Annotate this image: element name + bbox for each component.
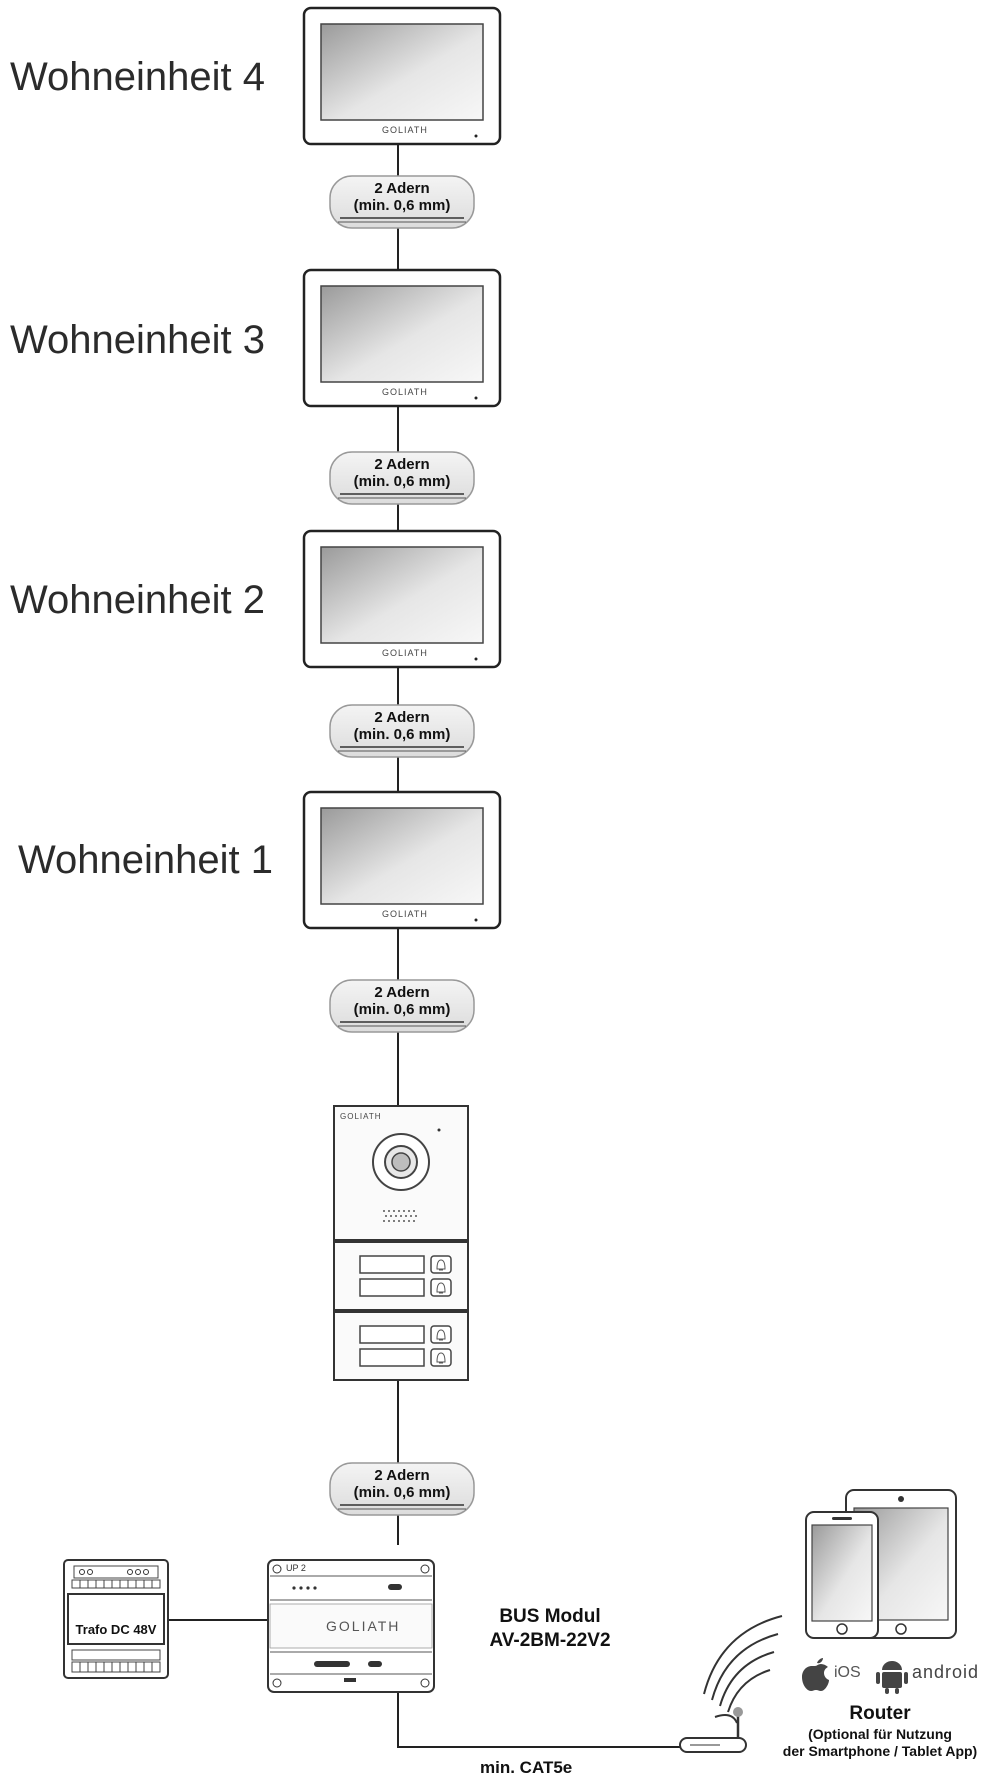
cable-label-line1: 2 Adern — [374, 1467, 430, 1484]
power-led — [474, 396, 478, 400]
router-note-2: der Smartphone / Tablet App) — [782, 1743, 978, 1759]
router-note-1: (Optional für Nutzung — [808, 1726, 952, 1742]
android-label: android — [912, 1662, 980, 1682]
cat5e-label: min. CAT5e — [480, 1758, 573, 1777]
cable-label-line1: 2 Adern — [374, 709, 430, 726]
bus-module-device — [267, 1559, 435, 1693]
ios-label: iOS — [834, 1664, 861, 1681]
cable-label-line1: 2 Adern — [374, 180, 430, 197]
cable-label-line2: (min. 0,6 mm) — [353, 726, 451, 743]
router-title: Router — [849, 1703, 911, 1724]
cable-label: 2 Adern (min. 0,6 mm) — [332, 709, 472, 743]
power-led — [474, 918, 478, 922]
router-label: Router (Optional für Nutzung der Smartph… — [760, 1702, 1000, 1760]
cable-pill — [329, 979, 475, 1033]
brand-logo: GOLIATH — [382, 648, 428, 658]
android-icon — [876, 1661, 908, 1694]
smartphone-icon — [805, 1511, 879, 1639]
monitor-unit-3 — [302, 268, 502, 408]
cable-label-line1: 2 Adern — [374, 456, 430, 473]
brand-logo: GOLIATH — [340, 1112, 382, 1121]
cable-label-line2: (min. 0,6 mm) — [353, 197, 451, 214]
trafo-label: Trafo DC 48V — [75, 1622, 157, 1637]
monitor-unit-4 — [302, 6, 502, 146]
brand-logo: GOLIATH — [382, 387, 428, 397]
speaker-grille — [383, 1210, 417, 1222]
monitor-unit-2 — [302, 529, 502, 669]
unit-label: Wohneinheit 4 — [10, 55, 265, 99]
bus-module-line2: AV-2BM-22V2 — [489, 1630, 611, 1651]
cable-label: 2 Adern (min. 0,6 mm) — [332, 456, 472, 490]
door-station — [333, 1105, 469, 1381]
cable-label: 2 Adern (min. 0,6 mm) — [332, 1467, 472, 1501]
bus-module-label: BUS Modul AV-2BM-22V2 — [470, 1605, 630, 1653]
brand-logo: GOLIATH — [382, 125, 428, 135]
unit-label: Wohneinheit 1 — [18, 838, 273, 882]
router-device — [679, 1707, 747, 1753]
cat5e-wire — [397, 1660, 680, 1748]
cable-pill — [329, 1462, 475, 1516]
brand-logo: GOLIATH — [382, 909, 428, 919]
cable-label-line2: (min. 0,6 mm) — [353, 473, 451, 490]
bell-button-icon — [430, 1325, 452, 1344]
cable-pill — [329, 704, 475, 758]
bus-panel-text: UP 2 — [286, 1563, 306, 1573]
monitor-unit-1 — [302, 790, 502, 930]
cable-label-line2: (min. 0,6 mm) — [353, 1484, 451, 1501]
cable-label: 2 Adern (min. 0,6 mm) — [332, 180, 472, 214]
brand-logo: GOLIATH — [326, 1618, 401, 1634]
apple-icon — [802, 1658, 829, 1691]
power-led — [474, 657, 478, 661]
cable-pill — [329, 451, 475, 505]
bell-button-icon — [430, 1348, 452, 1367]
cable-label: 2 Adern (min. 0,6 mm) — [332, 984, 472, 1018]
unit-label: Wohneinheit 2 — [10, 578, 265, 622]
unit-label: Wohneinheit 3 — [10, 318, 265, 362]
cable-pill — [329, 175, 475, 229]
wifi-icon — [703, 1615, 783, 1713]
bus-module-line1: BUS Modul — [499, 1606, 601, 1627]
bell-button-icon — [430, 1255, 452, 1274]
trafo-device — [63, 1559, 169, 1679]
bell-button-icon — [430, 1278, 452, 1297]
cable-label-line2: (min. 0,6 mm) — [353, 1001, 451, 1018]
cable-label-line1: 2 Adern — [374, 984, 430, 1001]
power-led — [474, 134, 478, 138]
